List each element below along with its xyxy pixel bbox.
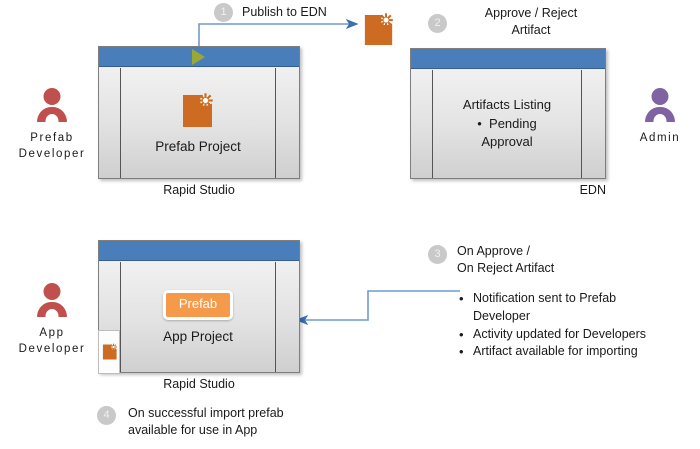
artifacts-listing: Artifacts Listing • Pending Approval xyxy=(463,96,551,153)
window-prefab-project[interactable]: Prefab Project xyxy=(98,46,300,179)
right-pane xyxy=(581,70,605,178)
list-item: Notification sent to Prefab Developer xyxy=(457,290,693,326)
step-badge-3: 3 xyxy=(428,245,447,264)
right-pane xyxy=(275,68,299,178)
admin-avatar xyxy=(634,86,686,130)
window-caption-rapid-studio-1: Rapid Studio xyxy=(163,183,235,197)
persona-label: App Developer xyxy=(18,327,86,355)
window-caption-edn: EDN xyxy=(579,183,606,197)
window-titlebar xyxy=(99,47,299,67)
window-app-project[interactable]: Prefab App Project xyxy=(98,240,300,374)
app-developer-avatar xyxy=(26,281,78,325)
step-label-1: Publish to EDN xyxy=(242,5,327,19)
step-badge-1: 1 xyxy=(214,3,233,22)
step-badge-4: 4 xyxy=(97,406,116,425)
list-item: Activity updated for Developers xyxy=(457,326,693,344)
step-label-4: On successful import prefab available fo… xyxy=(128,406,284,437)
window-titlebar xyxy=(99,241,299,261)
list-item: Artifact available for importing xyxy=(457,343,693,361)
listing-bullet-item-cont: Approval xyxy=(481,134,533,150)
person-body-icon xyxy=(645,107,675,122)
persona-admin: Admin xyxy=(615,86,700,147)
project-label: App Project xyxy=(163,328,233,344)
center-pane: Artifacts Listing • Pending Approval xyxy=(433,70,581,178)
window-body: Artifacts Listing • Pending Approval xyxy=(411,70,605,178)
person-body-icon xyxy=(37,302,67,317)
persona-app-developer: App Developer xyxy=(7,281,97,357)
center-pane: Prefab Project xyxy=(121,68,275,178)
right-pane xyxy=(275,262,299,372)
artifact-icon xyxy=(102,343,117,360)
published-artifact-icon xyxy=(364,13,393,46)
center-pane: Prefab App Project xyxy=(121,262,275,372)
person-body-icon xyxy=(37,107,67,122)
project-label: Prefab Project xyxy=(155,139,241,154)
arrow-approve-reject-result xyxy=(295,290,460,326)
step-label-2: Approve / Reject Artifact xyxy=(484,6,578,37)
prefab-badge[interactable]: Prefab xyxy=(162,290,234,320)
window-body: Prefab App Project xyxy=(98,262,299,374)
person-head-icon xyxy=(43,88,61,105)
person-head-icon xyxy=(43,283,61,300)
left-pane xyxy=(411,70,433,178)
left-pane xyxy=(99,68,121,178)
persona-label: Admin xyxy=(639,132,681,144)
listing-bullet-item: • Pending xyxy=(477,115,537,131)
listing-title: Artifacts Listing xyxy=(462,96,552,112)
person-head-icon xyxy=(651,88,669,105)
window-caption-rapid-studio-2: Rapid Studio xyxy=(163,377,235,391)
play-icon[interactable] xyxy=(192,49,205,65)
window-body: Prefab Project xyxy=(99,68,299,178)
prefab-developer-avatar xyxy=(26,86,78,130)
step-label-3: On Approve / On Reject Artifact xyxy=(457,244,555,275)
step-badge-2: 2 xyxy=(428,14,447,33)
outcomes-list: Notification sent to Prefab Developer Ac… xyxy=(457,290,693,361)
window-titlebar xyxy=(411,49,605,69)
persona-label: Prefab Developer xyxy=(18,132,86,160)
imported-artifact-tray[interactable] xyxy=(98,330,120,374)
left-pane xyxy=(98,262,121,374)
artifact-icon xyxy=(183,93,213,127)
persona-prefab-developer: Prefab Developer xyxy=(7,86,97,162)
window-edn[interactable]: Artifacts Listing • Pending Approval xyxy=(410,48,606,179)
